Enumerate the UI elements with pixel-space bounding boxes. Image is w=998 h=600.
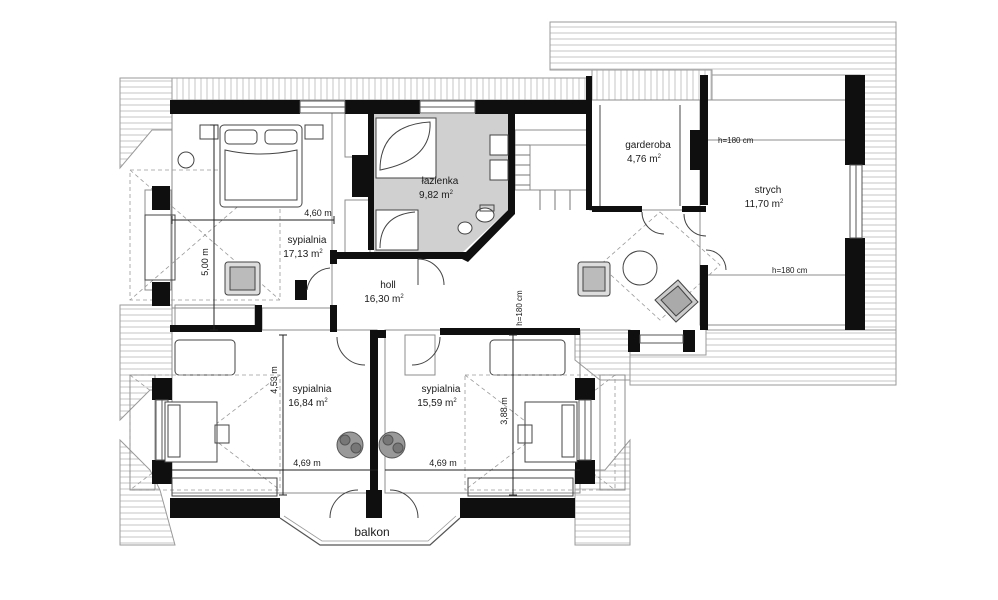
door-attic-2 <box>705 249 727 271</box>
balcony-outline <box>279 517 461 546</box>
dimension-lines <box>171 124 580 496</box>
furniture <box>144 105 699 497</box>
height-notes: h=180 cm h=180 cm h=180 cm <box>515 136 808 326</box>
attic-name: strych <box>755 185 782 196</box>
bedroom-right-name: sypialnia <box>422 384 461 395</box>
walls <box>152 75 865 518</box>
door-attic <box>683 213 707 237</box>
dim-right-depth: 3,88 m <box>499 397 509 425</box>
height-note-attic-bottom: h=180 cm <box>772 266 808 275</box>
bedroom-left-area: 16,84 m2 <box>288 398 328 409</box>
toilet-icon <box>475 204 495 223</box>
door-bathroom <box>417 258 445 286</box>
door-balcony-left <box>329 489 359 519</box>
bed-top-icon <box>219 124 303 208</box>
hall-name: holl <box>380 280 396 291</box>
door-balcony-right <box>389 489 419 519</box>
sink-icon <box>489 134 509 181</box>
height-note-hall: h=180 cm <box>515 290 524 326</box>
bathtub-icon <box>375 117 437 179</box>
stairs <box>515 144 571 210</box>
balcony-label: balkon <box>354 525 389 539</box>
dim-left-width: 4,69 m <box>293 458 321 468</box>
roof-top-strip <box>171 77 593 101</box>
bedroom-left-name: sypialnia <box>293 384 332 395</box>
bathroom-area: 9,82 m2 <box>419 190 454 201</box>
door-top-bedroom <box>306 267 331 291</box>
dim-right-width: 4,69 m <box>429 458 457 468</box>
vanity-icon <box>177 151 195 169</box>
dim-top-depth: 5,00 m <box>200 248 210 276</box>
plant-icon <box>336 431 406 459</box>
desk-right-icon <box>517 424 533 444</box>
roof-left-top <box>119 77 173 170</box>
dresser-right-icon <box>467 477 574 497</box>
bedroom-top-name: sypialnia <box>288 235 327 246</box>
dim-left-depth: 4,53 m <box>269 366 279 394</box>
armchair-attic-icon <box>654 279 699 323</box>
room-labels: łazienka 9,82 m2 garderoba 4,76 m2 stryc… <box>283 140 784 409</box>
bathroom-name: łazienka <box>422 176 459 187</box>
hall-area: 16,30 m2 <box>364 294 404 305</box>
nightstand-icon <box>199 124 219 140</box>
wardrobe-name: garderoba <box>625 140 671 151</box>
dresser-left-icon <box>171 477 278 497</box>
dim-top-width: 4,60 m <box>304 208 332 218</box>
nightstand-icon <box>304 124 324 140</box>
armchair-icon <box>224 261 261 296</box>
round-table-icon <box>622 250 658 286</box>
wardrobe-icon <box>144 214 176 281</box>
bed-right-icon <box>524 401 578 463</box>
roof-right-lower <box>629 329 897 386</box>
doors <box>306 211 727 519</box>
wardrobe-area: 4,76 m2 <box>627 154 662 165</box>
desk-left-icon <box>214 424 230 444</box>
door-right-bedroom <box>411 336 441 366</box>
bed-left-icon <box>164 401 218 463</box>
door-left-bedroom <box>336 336 366 366</box>
armchair-hall-icon <box>577 261 611 297</box>
attic-area: 11,70 m2 <box>745 199 784 210</box>
door-wardrobe <box>641 211 665 235</box>
roof-right-mid <box>574 329 631 381</box>
bidet-icon <box>457 221 473 235</box>
roof-top-strip-2 <box>591 69 713 101</box>
shower-icon <box>375 209 419 251</box>
roof-left-bottom <box>119 438 176 546</box>
height-note-attic-top: h=180 cm <box>718 136 754 145</box>
dimension-labels: 4,60 m 5,00 m 4,53 m 4,69 m 4,69 m 3,88 … <box>200 208 509 468</box>
bedroom-right-area: 15,59 m2 <box>417 398 457 409</box>
bedroom-top-area: 17,13 m2 <box>283 249 323 260</box>
